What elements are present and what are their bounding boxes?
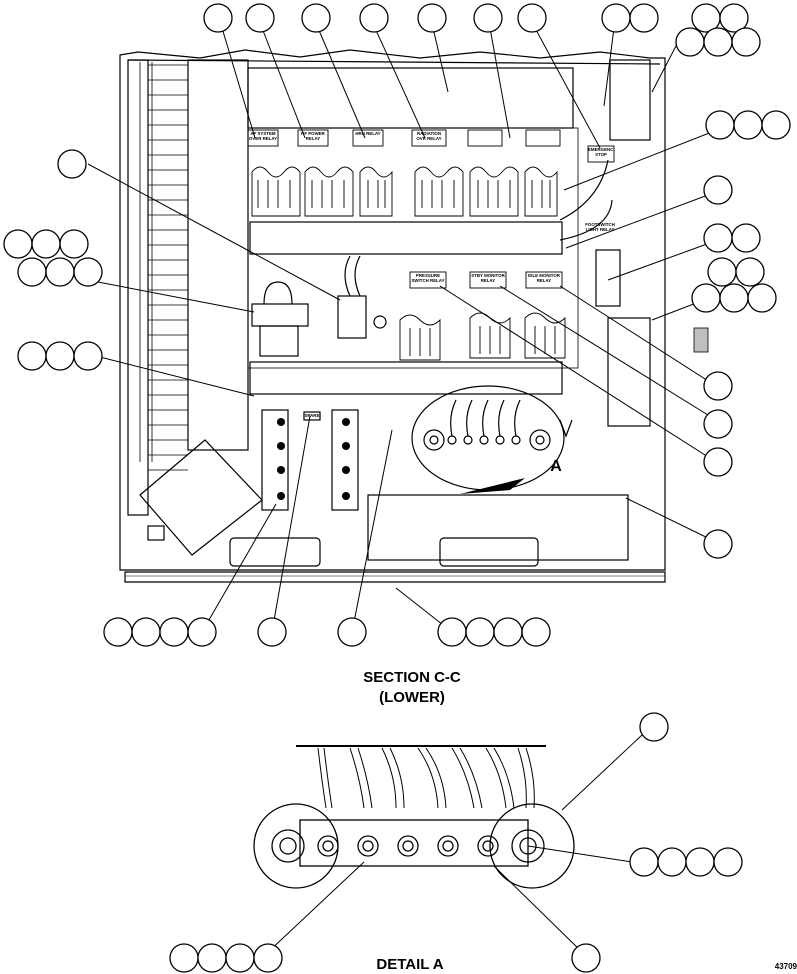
plate-rf-power-relay: RF POWER RELAY <box>301 131 325 141</box>
lower-wire-duct <box>249 361 563 395</box>
left-wire-duct <box>187 59 249 451</box>
plate-stby-monitor-relay: STBY MONITOR RELAY <box>471 273 505 283</box>
plate-emergency-stop: EMERGENCY STOP <box>588 147 614 157</box>
upper-relay-shelf <box>247 67 574 129</box>
small-label-plate <box>303 411 321 421</box>
right-handle <box>439 537 539 567</box>
terminal-posts <box>317 835 499 857</box>
right-end-washer <box>489 803 575 889</box>
section-title: SECTION C-C <box>363 669 461 686</box>
plate-hrn-relay: HRN RELAY <box>355 131 381 136</box>
left-terminal-strip <box>127 59 149 516</box>
left-handle <box>229 537 321 567</box>
terminal-strip <box>299 819 529 867</box>
cable-connector <box>337 295 367 339</box>
plate-blank-2 <box>526 131 560 145</box>
access-plate <box>139 439 263 556</box>
center-terminal-board <box>331 409 359 511</box>
left-terminal-board <box>261 409 289 511</box>
upper-relay-bank <box>251 166 558 217</box>
cabinet-outline <box>119 49 666 571</box>
right-top-module <box>609 59 651 141</box>
upper-relay-plates <box>247 129 615 163</box>
plate-idle-monitor-relay: IDLE MONITOR RELAY <box>528 273 560 283</box>
transformer-bracket <box>251 303 309 327</box>
plate-blank-1 <box>468 131 502 145</box>
lower-relay-bank <box>399 312 566 361</box>
ground-lug <box>147 525 165 541</box>
detail-marker: A <box>550 458 562 475</box>
leader-lines <box>87 27 723 955</box>
plate-spare: SPARE <box>304 413 320 418</box>
middle-relay-plates <box>409 271 563 289</box>
upper-wire-duct <box>249 221 563 255</box>
callout-terminal-strip <box>423 399 551 451</box>
index-callout-circles <box>3 3 791 973</box>
plate-pressure-switch-relay: PRESSURE SWITCH RELAY <box>411 273 445 283</box>
lower-compartment <box>367 494 629 561</box>
section-c-c-view <box>119 49 709 583</box>
detail-a-view <box>253 745 575 889</box>
callout-arrow <box>559 419 573 438</box>
terminal-studs <box>277 418 350 500</box>
left-terminal-blocks <box>139 62 188 471</box>
detail-title: DETAIL A <box>376 956 444 973</box>
section-subtitle: (LOWER) <box>379 689 445 706</box>
plate-radiation-ovr-relay: RADIATION OVR RELAY <box>416 131 442 141</box>
plate-af-system-over-relay: AF SYSTEM OVER RELAY <box>248 131 278 141</box>
cabinet-base <box>124 571 666 583</box>
plate-footswitch-light-relay: FOOTSWITCH LIGHT RELAY <box>585 222 615 232</box>
right-mid-bracket <box>595 249 621 307</box>
right-enclosure <box>607 317 651 427</box>
figure-number: 43709 <box>774 962 797 971</box>
